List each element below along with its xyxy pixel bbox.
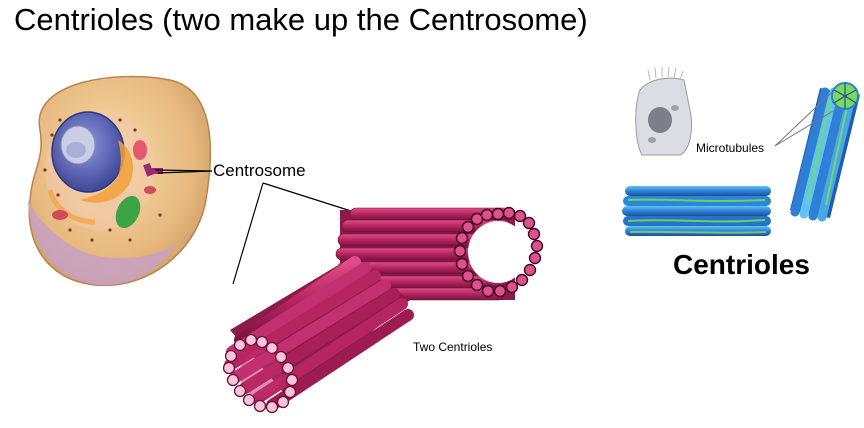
centrosome-leader-lines <box>154 169 352 285</box>
two-centrioles-illustration <box>222 206 544 414</box>
centrosome-label: Centrosome <box>213 161 306 180</box>
slide-title: Centrioles (two make up the Centrosome) <box>14 2 588 37</box>
microtubules-leader-lines <box>774 91 839 147</box>
nucleus <box>51 111 125 193</box>
centrioles-label: Centrioles <box>673 249 810 280</box>
centrosome-in-cell <box>143 162 163 177</box>
centriole-horizontal-blue <box>622 186 771 236</box>
microtubules-label: Microtubules <box>696 141 765 155</box>
small-cell-illustration <box>635 66 693 156</box>
two-centrioles-label: Two Centrioles <box>413 340 493 354</box>
centriole-front <box>222 256 414 414</box>
centriole-vertical-blue <box>790 82 860 222</box>
animal-cell-illustration <box>28 75 212 287</box>
